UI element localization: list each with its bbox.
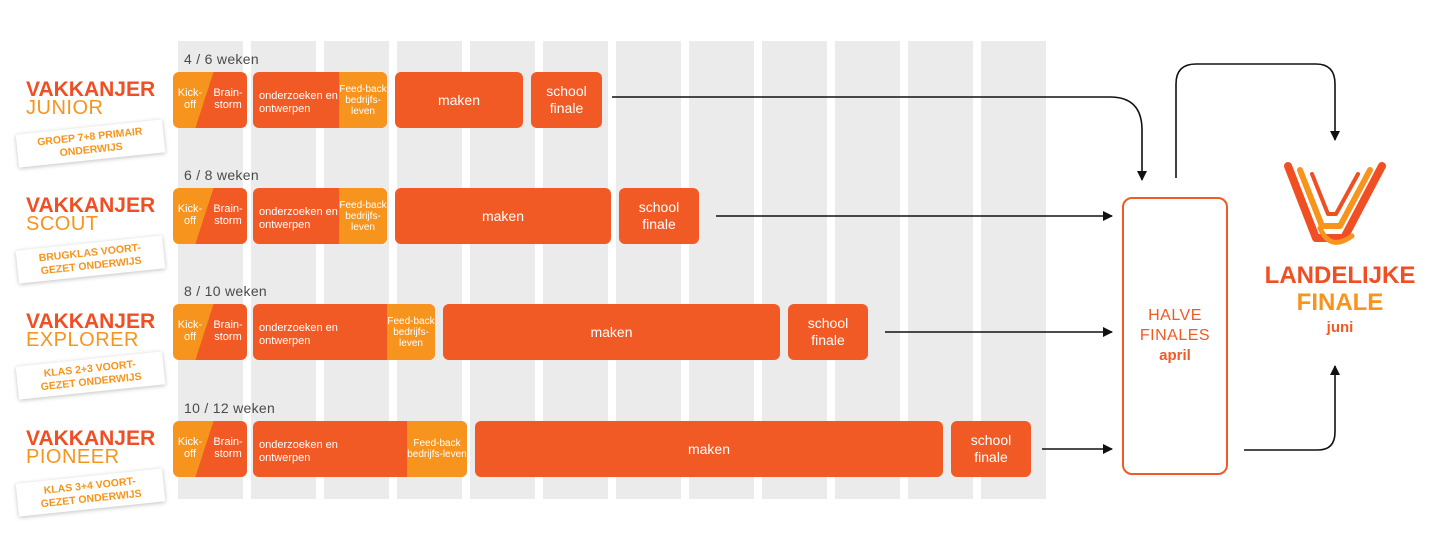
national-final-line2: FINALE <box>1296 289 1384 316</box>
make-phase: maken <box>395 72 523 128</box>
kickoff-brainstorm-block: Kick-off Brain-storm <box>173 304 247 360</box>
research-design-label: onderzoeken en ontwerpen <box>259 206 338 231</box>
row-duration: 6 / 8 weken <box>184 167 259 183</box>
brainstorm-label: Brain-storm <box>213 319 243 343</box>
arrow-to-final-top <box>1175 63 1340 178</box>
kickoff-label: Kick-off <box>177 203 203 227</box>
brainstorm-label: Brain-storm <box>213 436 243 460</box>
program-name-bottom: SCOUT <box>26 213 99 235</box>
program-name: VAKKANJER SCOUT <box>26 194 156 235</box>
research-design-block: onderzoeken en ontwerpen Feed-back bedri… <box>253 421 467 477</box>
arrow-to-final-bottom <box>1244 365 1340 451</box>
feedback-label: Feed-back bedrijfs-leven <box>387 304 435 360</box>
program-name-top: VAKKANJER <box>26 427 156 450</box>
kickoff-brainstorm-block: Kick-off Brain-storm <box>173 72 247 128</box>
semi-finals-line2: FINALES <box>1139 327 1211 344</box>
program-name-bottom: EXPLORER <box>26 329 139 351</box>
research-design-label: onderzoeken en ontwerpen <box>259 322 338 347</box>
national-final: LANDELIJKE FINALE juni <box>1252 262 1428 340</box>
program-name-top: VAKKANJER <box>26 78 156 101</box>
program-name: VAKKANJER PIONEER <box>26 427 156 468</box>
vakkanjer-v-logo-icon <box>1284 162 1386 245</box>
make-phase: maken <box>443 304 780 360</box>
program-name-top: VAKKANJER <box>26 194 156 217</box>
kickoff-label: Kick-off <box>177 87 203 111</box>
kickoff-brainstorm-block: Kick-off Brain-storm <box>173 421 247 477</box>
feedback-label: Feed-back bedrijfs-leven <box>339 188 387 244</box>
school-final: school finale <box>619 188 699 244</box>
row-duration: 8 / 10 weken <box>184 283 267 299</box>
semi-finals-box: HALVE FINALES april <box>1122 197 1228 475</box>
kickoff-label: Kick-off <box>177 436 203 460</box>
make-phase: maken <box>395 188 611 244</box>
kickoff-label: Kick-off <box>177 319 203 343</box>
feedback-label: Feed-back bedrijfs-leven <box>339 72 387 128</box>
research-design-block: onderzoeken en ontwerpen Feed-back bedri… <box>253 72 387 128</box>
program-name-bottom: JUNIOR <box>26 97 104 119</box>
arrow-junior <box>612 96 1147 181</box>
program-name: VAKKANJER JUNIOR <box>26 78 156 119</box>
research-design-block: onderzoeken en ontwerpen Feed-back bedri… <box>253 304 435 360</box>
brainstorm-label: Brain-storm <box>213 203 243 227</box>
brainstorm-label: Brain-storm <box>213 87 243 111</box>
semi-finals-line1: HALVE <box>1148 307 1202 324</box>
program-name: VAKKANJER EXPLORER <box>26 310 156 351</box>
national-final-month: juni <box>1326 319 1354 336</box>
row-duration: 4 / 6 weken <box>184 51 259 67</box>
research-design-label: onderzoeken en ontwerpen <box>259 90 338 115</box>
kickoff-brainstorm-block: Kick-off Brain-storm <box>173 188 247 244</box>
school-final: school finale <box>531 72 602 128</box>
national-final-line1: LANDELIJKE <box>1264 262 1416 289</box>
make-phase: maken <box>475 421 943 477</box>
school-final: school finale <box>951 421 1031 477</box>
program-name-bottom: PIONEER <box>26 446 120 468</box>
research-design-label: onderzoeken en ontwerpen <box>259 439 338 464</box>
program-name-top: VAKKANJER <box>26 310 156 333</box>
row-duration: 10 / 12 weken <box>184 400 276 416</box>
school-final: school finale <box>788 304 868 360</box>
research-design-block: onderzoeken en ontwerpen Feed-back bedri… <box>253 188 387 244</box>
semi-finals-month: april <box>1159 347 1191 364</box>
feedback-label: Feed-back bedrijfs-leven <box>407 421 467 477</box>
